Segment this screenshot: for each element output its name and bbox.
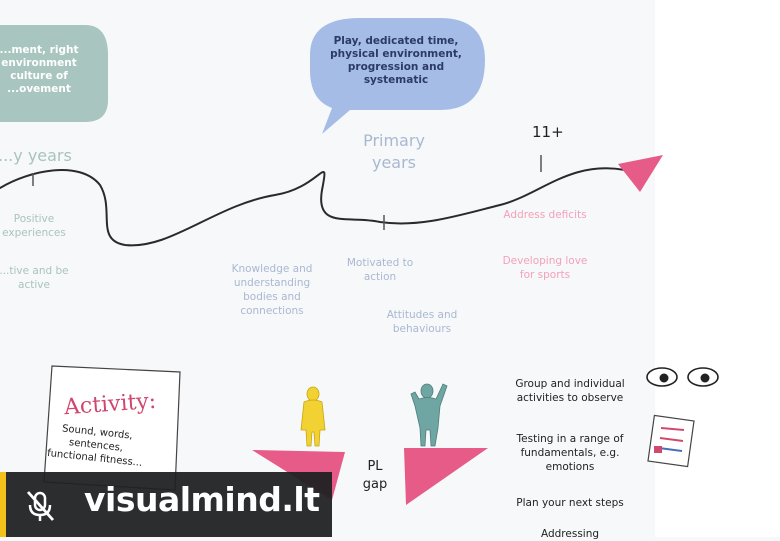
list-item-plan: Plan your next steps (516, 497, 624, 509)
note-address-deficits: Address deficits (503, 209, 587, 221)
mic-off-icon[interactable] (22, 488, 58, 524)
stage-primary-label: Primary years (363, 131, 425, 172)
list-item-addressing: Addressing (540, 528, 600, 540)
left-bubble-text: ...ment, right environment culture of ..… (0, 44, 79, 95)
right-cliff (404, 448, 488, 505)
right-bubble-text: Play, dedicated time, physical environme… (330, 35, 462, 86)
stage-early-label: ...y years (0, 146, 72, 165)
brand-overlay-accent (0, 472, 6, 537)
note-attitudes: Attitudes and behaviours (386, 309, 458, 335)
checklist-icon (647, 414, 695, 468)
note-love-for-sports: Developing love for sports (502, 255, 588, 281)
teal-figure (410, 383, 448, 447)
note-positive-experiences: Positive experiences (2, 213, 66, 239)
note-active: ...tive and be active (0, 265, 69, 291)
stage-eleven-plus-label: 11+ (532, 123, 564, 141)
list-item-observe: Group and individual activities to obser… (515, 378, 625, 404)
pl-gap-label: PL gap (362, 459, 388, 492)
note-motivation: Motivated to action (346, 257, 414, 283)
left-speech-bubble (0, 25, 108, 122)
note-knowledge: Knowledge and understanding bodies and c… (231, 263, 313, 317)
right-speech-bubble (310, 18, 485, 134)
timeline-road (0, 167, 626, 247)
brand-overlay (0, 472, 332, 537)
eyes-icon (646, 367, 719, 387)
yellow-figure (300, 386, 326, 447)
road-arrow-flag (618, 155, 663, 192)
brand-name: visualmind.lt (84, 480, 320, 519)
list-item-testing: Testing in a range of fundamentals, e.g.… (516, 433, 624, 473)
